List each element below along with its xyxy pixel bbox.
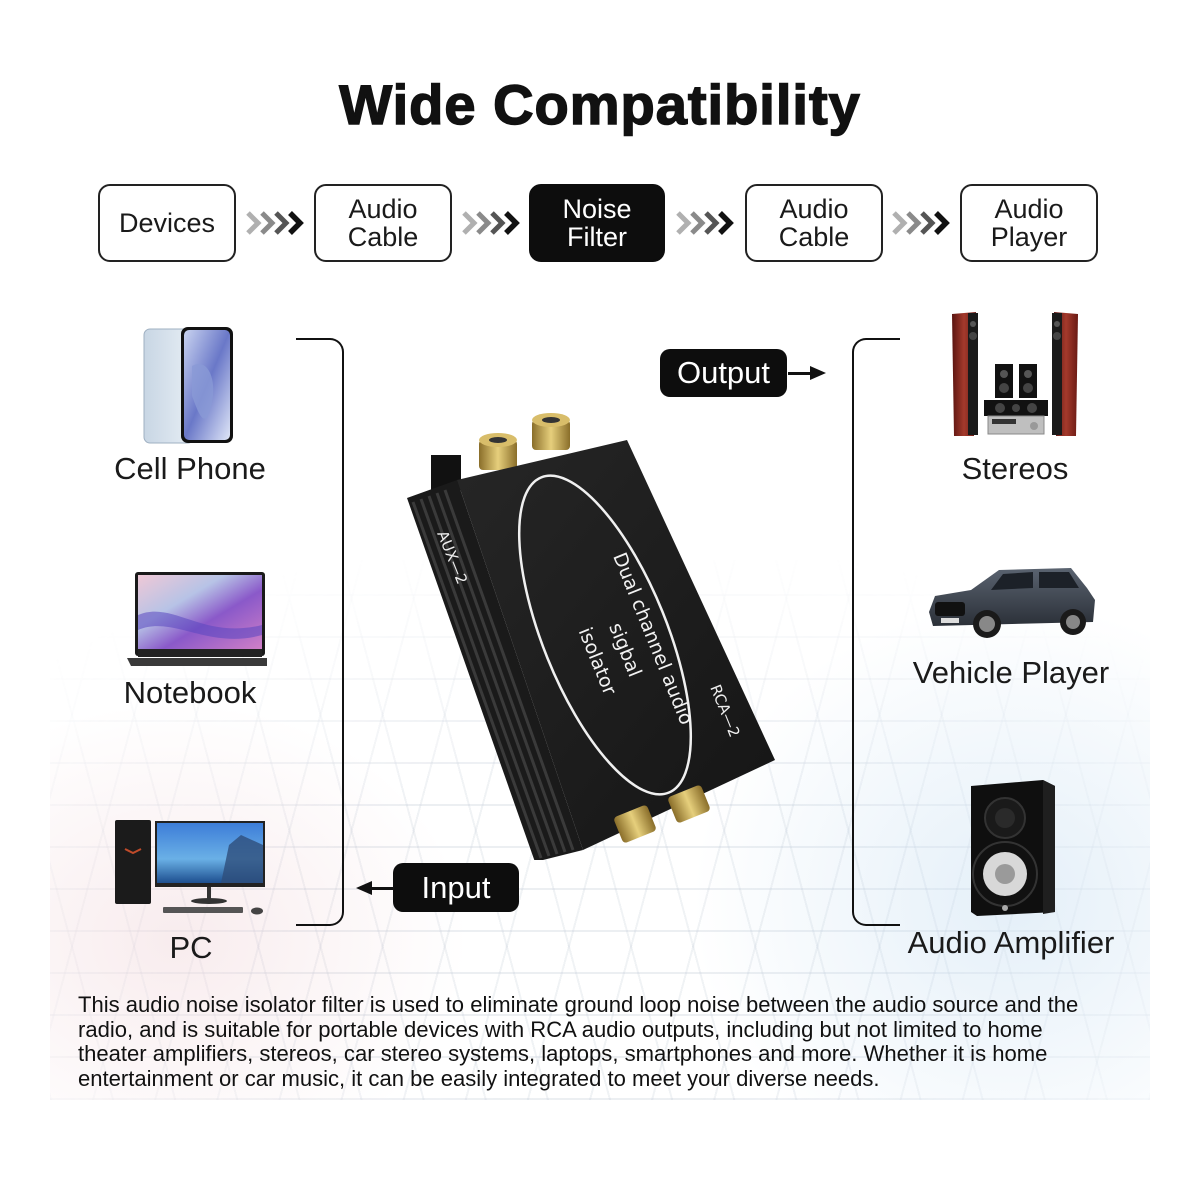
flow-step-noise-filter: Noise Filter xyxy=(529,184,665,262)
device-label: Stereos xyxy=(961,451,1069,486)
quadruple-chevron-right-icon xyxy=(246,211,304,235)
smartphone-icon xyxy=(143,327,233,444)
device-stereos: Stereos xyxy=(925,310,1105,487)
output-arrow-line xyxy=(788,372,812,375)
arrow-left-icon xyxy=(356,881,372,895)
device-label: Vehicle Player xyxy=(912,655,1110,690)
device-label: Notebook xyxy=(123,675,257,710)
arrow-right-icon xyxy=(810,366,826,380)
studio-monitor-speaker-icon xyxy=(971,780,1055,916)
output-badge: Output xyxy=(660,349,787,397)
output-devices-bracket xyxy=(852,338,900,926)
isolator-device-illustration xyxy=(407,413,775,860)
device-vehicle-player: Vehicle Player xyxy=(905,560,1117,691)
flow-step-audio-cable-2: Audio Cable xyxy=(745,184,883,262)
device-audio-amplifier: Audio Amplifier xyxy=(895,778,1127,961)
device-notebook: Notebook xyxy=(100,570,280,711)
device-label: Cell Phone xyxy=(114,451,266,486)
flow-step-audio-cable-1: Audio Cable xyxy=(314,184,452,262)
input-devices-bracket xyxy=(296,338,344,926)
quadruple-chevron-right-icon xyxy=(676,211,734,235)
device-cell-phone: Cell Phone xyxy=(100,326,280,487)
page-title: Wide Compatibility xyxy=(338,72,861,137)
quadruple-chevron-right-icon xyxy=(462,211,520,235)
device-pc: PC xyxy=(96,815,286,966)
flow-step-audio-player: Audio Player xyxy=(960,184,1098,262)
flow-step-devices: Devices xyxy=(98,184,236,262)
car-icon xyxy=(929,568,1095,638)
background-tint-right xyxy=(690,600,1150,1100)
quadruple-chevron-right-icon xyxy=(892,211,950,235)
laptop-icon xyxy=(127,572,275,666)
device-label: PC xyxy=(169,930,213,965)
input-badge: Input xyxy=(393,863,519,912)
stereo-speakers-icon xyxy=(952,312,1078,436)
input-arrow-line xyxy=(370,887,394,890)
desktop-pc-icon xyxy=(115,820,265,915)
device-label: Audio Amplifier xyxy=(907,925,1115,960)
product-description: This audio noise isolator filter is used… xyxy=(78,992,1079,1091)
noise-isolator-product: Dual channel audio sigbal isolator AUX—2… xyxy=(395,410,815,860)
